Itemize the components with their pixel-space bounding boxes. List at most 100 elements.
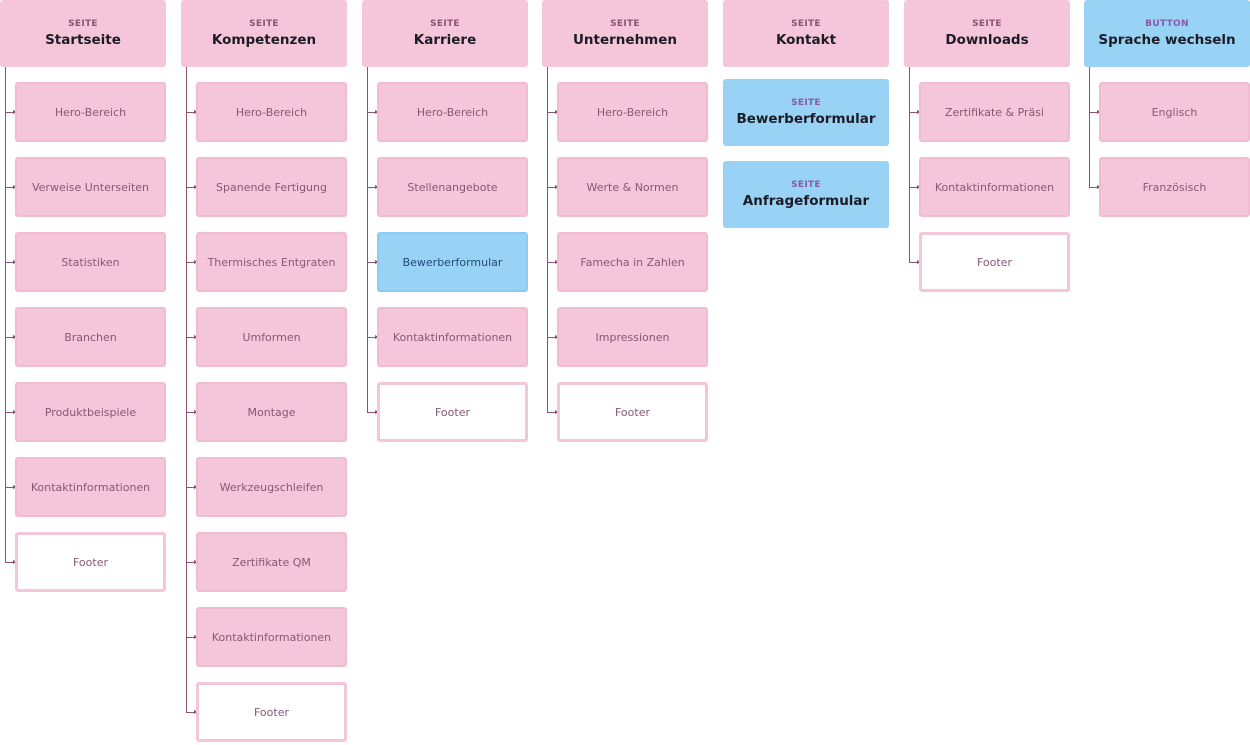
connector-arrow bbox=[547, 185, 559, 189]
section-stellenangebote[interactable]: Stellenangebote bbox=[377, 157, 528, 217]
subpage-category-label: SEITE bbox=[791, 98, 821, 108]
section-famecha-in-zahlen[interactable]: Famecha in Zahlen bbox=[557, 232, 708, 292]
page-category-label: SEITE bbox=[430, 19, 460, 29]
connector-arrow bbox=[367, 335, 379, 339]
connector-arrow bbox=[186, 185, 198, 189]
section-footer[interactable]: Footer bbox=[919, 232, 1070, 292]
connector-arrow bbox=[186, 485, 198, 489]
page-header-downloads[interactable]: SEITE Downloads bbox=[904, 0, 1070, 67]
section-produktbeispiele[interactable]: Produktbeispiele bbox=[15, 382, 166, 442]
connector-arrow bbox=[5, 560, 17, 564]
connector-arrow bbox=[367, 110, 379, 114]
tree-line bbox=[5, 67, 6, 562]
subpage-anfrageformular[interactable]: SEITE Anfrageformular bbox=[723, 161, 889, 228]
connector-arrow bbox=[186, 260, 198, 264]
connector-arrow bbox=[1089, 110, 1101, 114]
subpage-category-label: SEITE bbox=[791, 180, 821, 190]
connector-arrow bbox=[186, 560, 198, 564]
connector-arrow bbox=[367, 185, 379, 189]
tree-line bbox=[909, 67, 910, 262]
section-kontaktinformationen[interactable]: Kontaktinformationen bbox=[377, 307, 528, 367]
section-kontaktinformationen[interactable]: Kontaktinformationen bbox=[196, 607, 347, 667]
section-thermisches-entgraten[interactable]: Thermisches Entgraten bbox=[196, 232, 347, 292]
page-category-label: SEITE bbox=[972, 19, 1002, 29]
section-umformen[interactable]: Umformen bbox=[196, 307, 347, 367]
page-header-karriere[interactable]: SEITE Karriere bbox=[362, 0, 528, 67]
section-footer[interactable]: Footer bbox=[196, 682, 347, 742]
tree-line bbox=[1089, 67, 1090, 187]
connector-arrow bbox=[5, 260, 17, 264]
connector-arrow bbox=[547, 335, 559, 339]
connector-arrow bbox=[186, 710, 198, 714]
connector-arrow bbox=[186, 110, 198, 114]
section-impressionen[interactable]: Impressionen bbox=[557, 307, 708, 367]
section-englisch[interactable]: Englisch bbox=[1099, 82, 1250, 142]
page-title: Karriere bbox=[413, 32, 477, 48]
subpage-title: Bewerberformular bbox=[736, 111, 876, 127]
section-hero-bereich[interactable]: Hero-Bereich bbox=[557, 82, 708, 142]
connector-arrow bbox=[5, 485, 17, 489]
subpage-title: Anfrageformular bbox=[742, 193, 870, 209]
connector-arrow bbox=[367, 260, 379, 264]
connector-arrow bbox=[5, 335, 17, 339]
page-title: Downloads bbox=[945, 32, 1029, 48]
section-branchen[interactable]: Branchen bbox=[15, 307, 166, 367]
section-footer[interactable]: Footer bbox=[377, 382, 528, 442]
section-werte-normen[interactable]: Werte & Normen bbox=[557, 157, 708, 217]
connector-arrow bbox=[547, 410, 559, 414]
connector-arrow bbox=[909, 260, 921, 264]
connector-arrow bbox=[5, 410, 17, 414]
page-category-label: SEITE bbox=[791, 19, 821, 29]
connector-arrow bbox=[5, 110, 17, 114]
connector-arrow bbox=[547, 260, 559, 264]
section-footer[interactable]: Footer bbox=[15, 532, 166, 592]
section-zertifikate-präsi[interactable]: Zertifikate & Präsi bbox=[919, 82, 1070, 142]
page-title: Kompetenzen bbox=[211, 32, 317, 48]
subpage-bewerberformular[interactable]: SEITE Bewerberformular bbox=[723, 79, 889, 146]
page-header-kontakt[interactable]: SEITE Kontakt bbox=[723, 0, 889, 67]
section-hero-bereich[interactable]: Hero-Bereich bbox=[15, 82, 166, 142]
section-französisch[interactable]: Französisch bbox=[1099, 157, 1250, 217]
connector-arrow bbox=[909, 185, 921, 189]
section-kontaktinformationen[interactable]: Kontaktinformationen bbox=[919, 157, 1070, 217]
section-kontaktinformationen[interactable]: Kontaktinformationen bbox=[15, 457, 166, 517]
page-category-label: SEITE bbox=[68, 19, 98, 29]
connector-arrow bbox=[909, 110, 921, 114]
section-hero-bereich[interactable]: Hero-Bereich bbox=[377, 82, 528, 142]
section-footer[interactable]: Footer bbox=[557, 382, 708, 442]
section-spanende-fertigung[interactable]: Spanende Fertigung bbox=[196, 157, 347, 217]
tree-line bbox=[186, 67, 187, 712]
page-title: Kontakt bbox=[775, 32, 837, 48]
section-statistiken[interactable]: Statistiken bbox=[15, 232, 166, 292]
connector-arrow bbox=[186, 635, 198, 639]
page-category-label: BUTTON bbox=[1145, 19, 1189, 29]
page-category-label: SEITE bbox=[610, 19, 640, 29]
tree-line bbox=[367, 67, 368, 412]
section-hero-bereich[interactable]: Hero-Bereich bbox=[196, 82, 347, 142]
connector-arrow bbox=[186, 335, 198, 339]
section-verweise-unterseiten[interactable]: Verweise Unterseiten bbox=[15, 157, 166, 217]
connector-arrow bbox=[186, 410, 198, 414]
section-zertifikate-qm[interactable]: Zertifikate QM bbox=[196, 532, 347, 592]
tree-line bbox=[547, 67, 548, 412]
page-header-sprache-wechseln[interactable]: BUTTON Sprache wechseln bbox=[1084, 0, 1250, 67]
connector-arrow bbox=[1089, 185, 1101, 189]
page-title: Sprache wechseln bbox=[1098, 32, 1236, 48]
section-montage[interactable]: Montage bbox=[196, 382, 347, 442]
connector-arrow bbox=[5, 185, 17, 189]
page-title: Startseite bbox=[45, 32, 121, 48]
page-header-startseite[interactable]: SEITE Startseite bbox=[0, 0, 166, 67]
section-bewerberformular[interactable]: Bewerberformular bbox=[377, 232, 528, 292]
section-werkzeugschleifen[interactable]: Werkzeugschleifen bbox=[196, 457, 347, 517]
connector-arrow bbox=[367, 410, 379, 414]
connector-arrow bbox=[547, 110, 559, 114]
